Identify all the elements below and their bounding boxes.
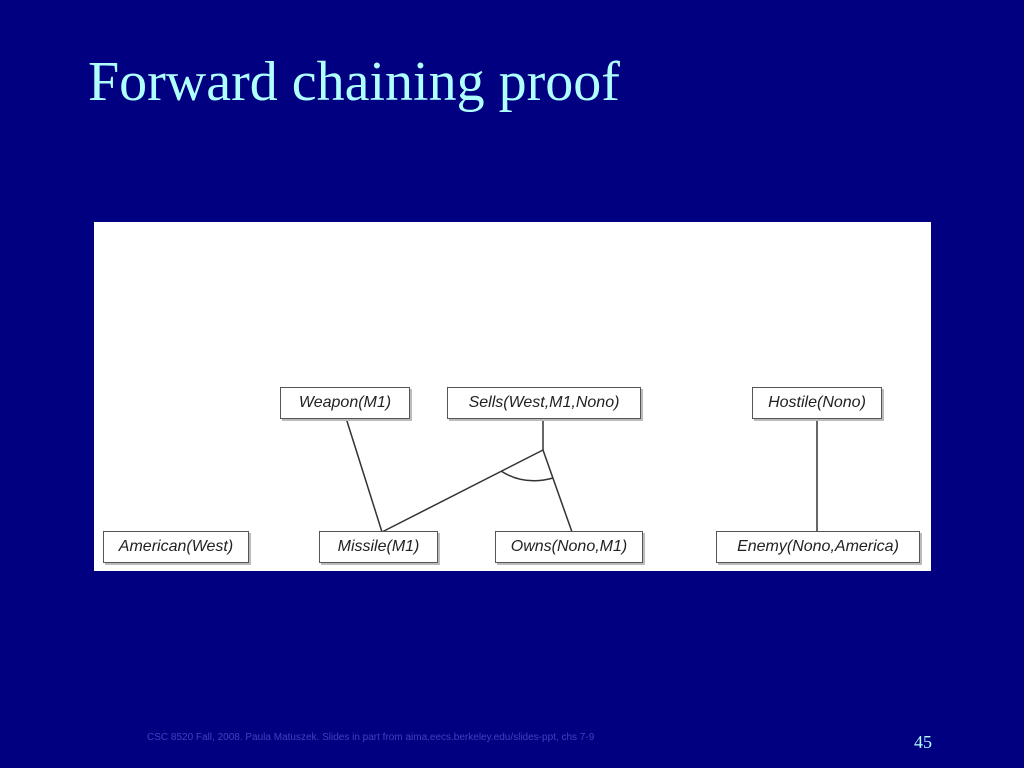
edge-weapon-missile bbox=[345, 417, 383, 533]
node-american: American(West) bbox=[103, 531, 249, 563]
node-sells: Sells(West,M1,Nono) bbox=[447, 387, 641, 419]
node-hostile: Hostile(Nono) bbox=[752, 387, 882, 419]
node-enemy: Enemy(Nono,America) bbox=[716, 531, 920, 563]
node-missile: Missile(M1) bbox=[319, 531, 438, 563]
node-weapon: Weapon(M1) bbox=[280, 387, 410, 419]
edge-junction-missile bbox=[381, 449, 544, 533]
edge-junction-owns bbox=[542, 449, 573, 533]
slide-number: 45 bbox=[914, 732, 932, 752]
diagram-edges bbox=[345, 417, 818, 533]
conjunction-arc bbox=[500, 470, 554, 482]
slide-footer: CSC 8520 Fall, 2008. Paula Matuszek. Sli… bbox=[147, 732, 595, 743]
node-owns: Owns(Nono,M1) bbox=[495, 531, 643, 563]
slide-title: Forward chaining proof bbox=[88, 51, 620, 113]
proof-diagram: Weapon(M1) Sells(West,M1,Nono) Hostile(N… bbox=[94, 222, 931, 571]
